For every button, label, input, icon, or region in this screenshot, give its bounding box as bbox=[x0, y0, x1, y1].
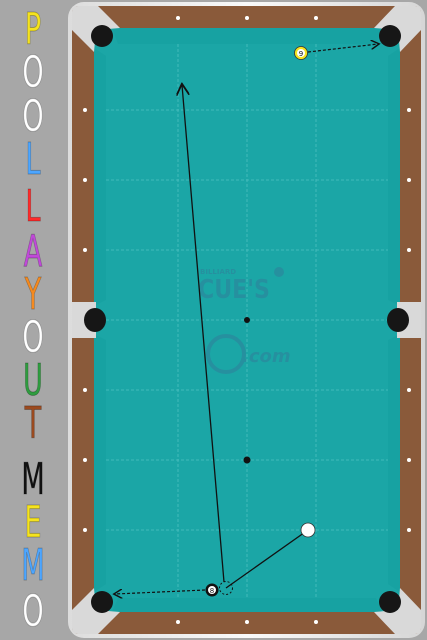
cushion-right-upper bbox=[388, 48, 400, 306]
pocket-top-right[interactable] bbox=[379, 25, 401, 47]
watermark-figure-icon bbox=[274, 267, 284, 277]
ball-8[interactable]: 8 bbox=[205, 583, 219, 597]
cue-ball[interactable] bbox=[300, 522, 316, 538]
title-letter-memo-0: M bbox=[21, 454, 45, 505]
pocket-left-middle[interactable] bbox=[84, 308, 106, 332]
title-letter-memo-3: O bbox=[22, 586, 44, 637]
pool-table[interactable]: BILLIARD CUE'S .com bbox=[66, 0, 427, 640]
foot-spot bbox=[243, 456, 251, 464]
ball-9-label: 9 bbox=[299, 50, 303, 58]
title-letter-layout-2: Y bbox=[24, 269, 42, 320]
pocket-bottom-right-jaw bbox=[374, 588, 421, 634]
title-letter-layout-3: O bbox=[22, 312, 44, 363]
title-letter-layout-0: L bbox=[25, 181, 41, 232]
cushion-top bbox=[112, 28, 382, 44]
title-letter-layout-1: A bbox=[23, 226, 43, 277]
cushion-bottom bbox=[112, 598, 382, 612]
title-letter-pool-2: O bbox=[22, 91, 44, 142]
title-letter-pool-0: P bbox=[24, 4, 42, 55]
pockets bbox=[72, 6, 421, 634]
title-letter-memo-2: M bbox=[21, 540, 45, 591]
title-letter-layout-5: T bbox=[24, 398, 42, 449]
title-letter-layout-4: U bbox=[23, 355, 44, 406]
pocket-top-left[interactable] bbox=[91, 25, 113, 47]
ghost-ball bbox=[219, 581, 233, 595]
watermark-small-text: BILLIARD bbox=[200, 268, 236, 276]
cushion-right-lower bbox=[388, 334, 400, 592]
rail-diamonds bbox=[83, 16, 411, 624]
watermark-circle-icon bbox=[206, 334, 246, 374]
title-letter-pool-1: O bbox=[22, 47, 44, 98]
cushion-left-upper bbox=[94, 48, 106, 306]
center-spot bbox=[244, 317, 250, 323]
title-letter-pool-3: L bbox=[25, 134, 41, 185]
pocket-right-middle[interactable] bbox=[387, 308, 409, 332]
title-letter-memo-1: E bbox=[24, 497, 42, 548]
watermark-suffix-text: .com bbox=[242, 346, 291, 367]
watermark-brand-text: CUE'S bbox=[198, 274, 270, 304]
ghost-ball-long-path bbox=[182, 85, 225, 583]
ball-8-path bbox=[115, 590, 206, 594]
pocket-bottom-left[interactable] bbox=[91, 591, 113, 613]
ball-8-label: 8 bbox=[210, 587, 214, 595]
watermark-logo: BILLIARD CUE'S .com bbox=[198, 267, 291, 374]
cue-ball-path bbox=[225, 529, 309, 589]
cushion-left-lower bbox=[94, 334, 106, 592]
ball-9[interactable]: 9 bbox=[294, 46, 308, 60]
pocket-bottom-right[interactable] bbox=[379, 591, 401, 613]
ball-9-path bbox=[307, 44, 378, 53]
